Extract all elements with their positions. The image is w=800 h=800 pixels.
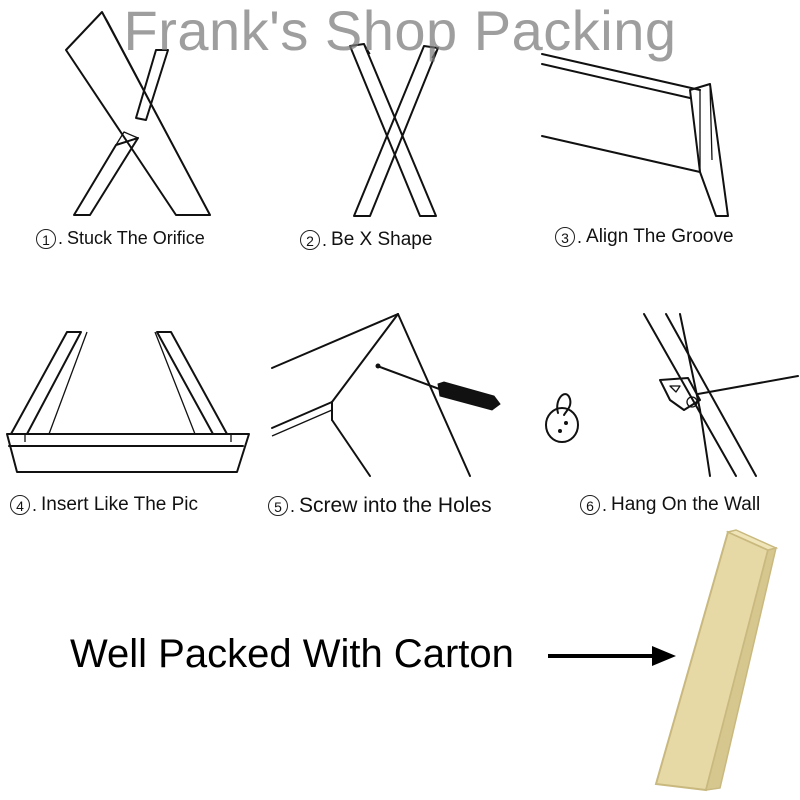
arrow-right-icon xyxy=(548,646,676,666)
step-6-label: Hang On the Wall xyxy=(611,494,761,515)
step-5-number: 5 xyxy=(268,496,288,516)
wall-hook-illustration xyxy=(540,385,585,445)
step-1-label: Stuck The Orifice xyxy=(67,228,205,248)
packing-label: Well Packed With Carton xyxy=(70,632,514,676)
step-1-illustration xyxy=(60,10,230,220)
step-3-illustration xyxy=(540,40,740,220)
step-6-caption: 6 . Hang On the Wall xyxy=(580,494,760,516)
groove-alignment-drawing xyxy=(541,53,729,217)
step-2-illustration xyxy=(340,40,450,220)
hanging-bracket-drawing xyxy=(643,313,799,477)
step-5-caption: 5 . Screw into the Holes xyxy=(268,494,492,518)
carton-box-image xyxy=(654,529,779,792)
step-2-caption: 2 . Be X Shape xyxy=(300,229,432,251)
step-5-label: Screw into the Holes xyxy=(299,494,492,517)
x-shape-drawing xyxy=(349,43,439,217)
carton-front xyxy=(654,530,770,792)
step-3-number: 3 xyxy=(555,227,575,247)
carton-top xyxy=(725,529,779,551)
step-2-label: Be X Shape xyxy=(331,229,433,250)
step-4-caption: 4 . Insert Like The Pic xyxy=(10,494,198,516)
step-5-illustration xyxy=(270,310,510,480)
step-3-label: Align The Groove xyxy=(586,226,734,247)
x-stand-orifice-drawing xyxy=(65,11,211,216)
step-1-caption: 1 . Stuck The Orifice xyxy=(36,228,205,249)
step-1-number: 1 xyxy=(36,228,56,249)
step-6-illustration xyxy=(640,310,800,480)
step-4-illustration xyxy=(5,330,250,475)
step-4-number: 4 xyxy=(10,495,30,515)
step-6-number: 6 xyxy=(580,495,600,515)
step-3-caption: 3 . Align The Groove xyxy=(555,226,734,248)
screwdriver-drawing xyxy=(271,313,501,477)
wall-hook-icon xyxy=(545,393,579,443)
step-4-label: Insert Like The Pic xyxy=(41,494,199,515)
step-2-number: 2 xyxy=(300,230,320,250)
insert-board-drawing xyxy=(6,331,250,473)
